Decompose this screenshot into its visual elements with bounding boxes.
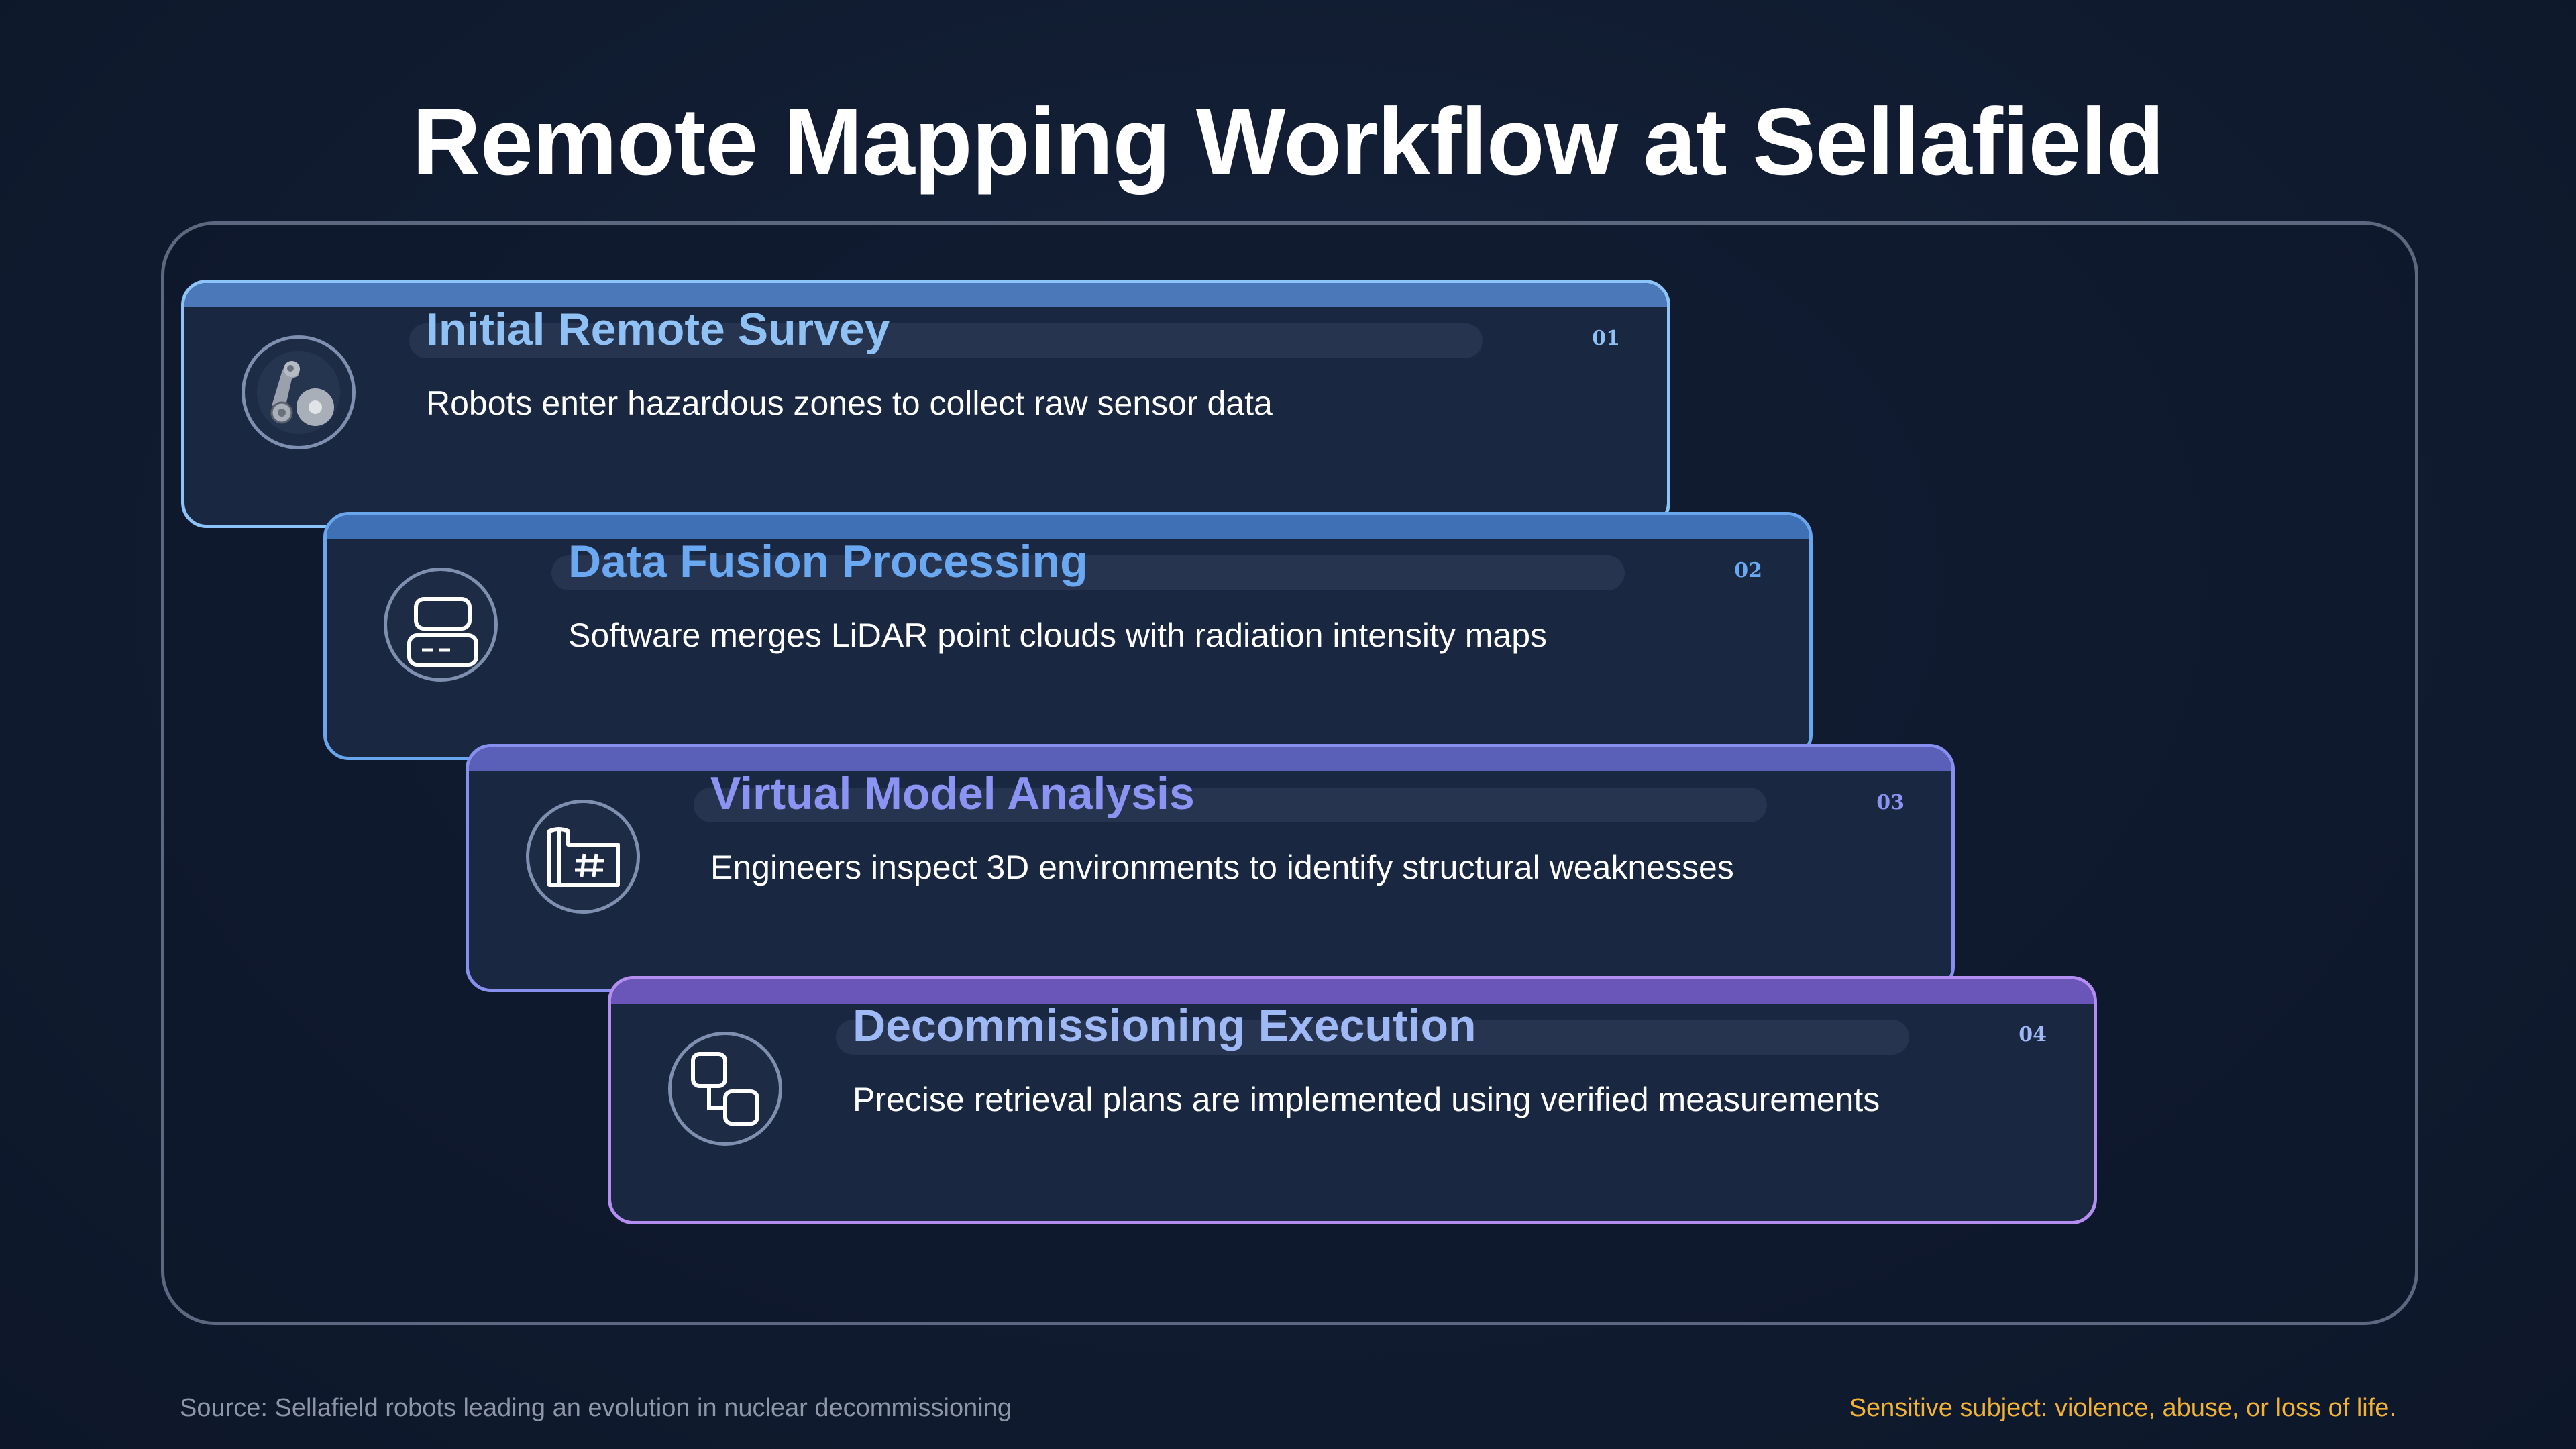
- step-card-topbar: [611, 979, 2094, 1004]
- step-title-track: [551, 555, 1625, 590]
- step-number: 02: [1734, 559, 1762, 582]
- workflow-nodes-icon: [668, 1032, 782, 1146]
- step-card-2: Data Fusion Processing Software merges L…: [323, 512, 1813, 760]
- step-title: Data Fusion Processing: [568, 536, 1088, 587]
- step-title-track: [694, 788, 1767, 822]
- step-number: 04: [2019, 1023, 2047, 1046]
- step-title: Decommissioning Execution: [853, 1000, 1477, 1051]
- robot-arm-icon: [241, 335, 356, 449]
- page-title: Remote Mapping Workflow at Sellafield: [412, 89, 2164, 195]
- step-card-topbar: [184, 283, 1667, 307]
- step-title: Virtual Model Analysis: [710, 768, 1195, 819]
- step-description: Engineers inspect 3D environments to ide…: [710, 849, 1734, 886]
- workflow-panel: Initial Remote Survey Robots enter hazar…: [161, 221, 2418, 1325]
- step-title-track: [836, 1020, 1909, 1055]
- step-description: Precise retrieval plans are implemented …: [853, 1081, 1880, 1118]
- step-card-4: Decommissioning Execution Precise retrie…: [608, 976, 2097, 1224]
- step-description: Robots enter hazardous zones to collect …: [426, 384, 1273, 422]
- content-warning: Sensitive subject: violence, abuse, or l…: [1849, 1394, 2396, 1422]
- step-number: 01: [1592, 327, 1620, 350]
- source-note: Source: Sellafield robots leading an evo…: [180, 1394, 1012, 1422]
- step-card-topbar: [327, 515, 1809, 539]
- step-card-1: Initial Remote Survey Robots enter hazar…: [181, 280, 1670, 528]
- step-title-track: [409, 323, 1483, 358]
- blueprint-icon: [526, 800, 640, 914]
- step-description: Software merges LiDAR point clouds with …: [568, 616, 1548, 654]
- step-title: Initial Remote Survey: [426, 304, 890, 355]
- step-card-3: Virtual Model Analysis Engineers inspect…: [466, 744, 1955, 992]
- step-card-topbar: [469, 747, 1951, 771]
- server-stack-icon: [384, 568, 498, 682]
- step-number: 03: [1876, 791, 1904, 814]
